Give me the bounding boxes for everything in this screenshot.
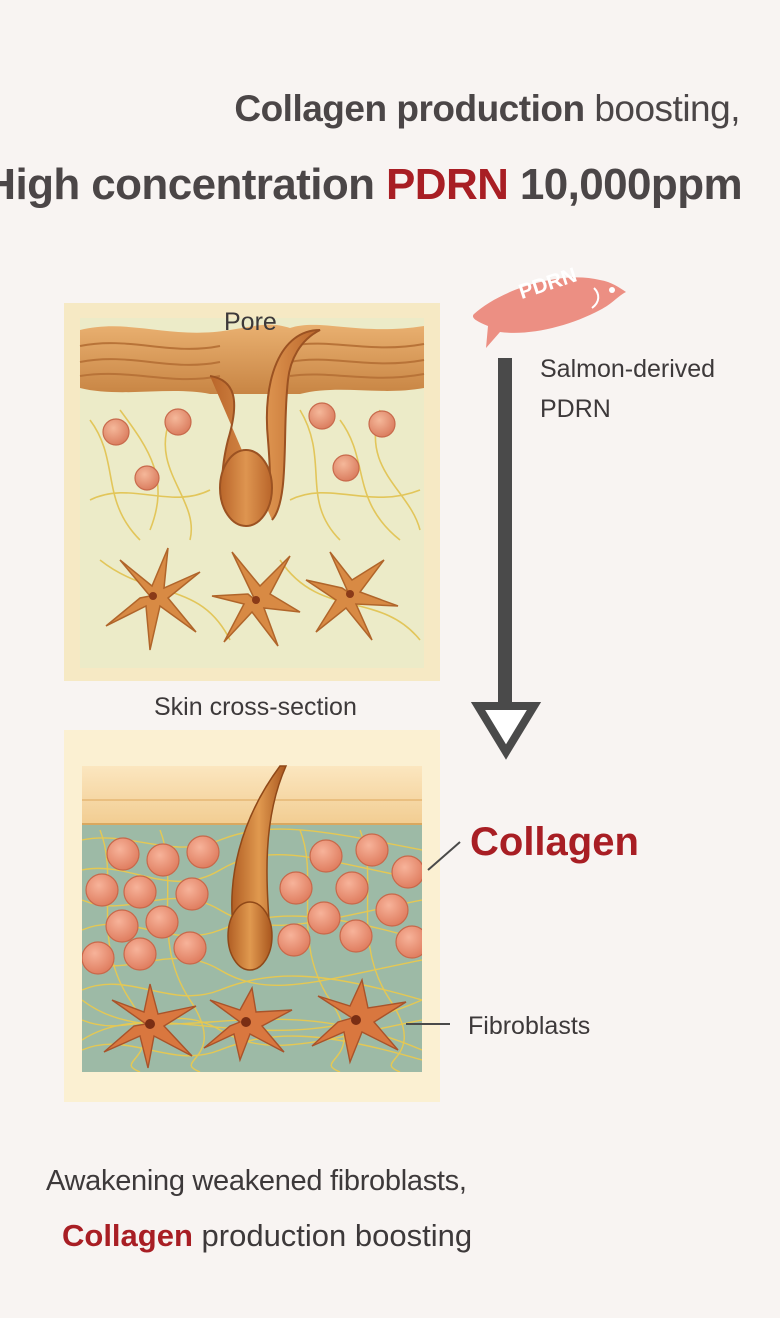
source-label-line2: PDRN <box>540 395 611 423</box>
skin-cross-section-label: Skin cross-section <box>154 693 357 721</box>
headline-bold: Collagen production <box>234 88 585 129</box>
footer-rest: production boosting <box>192 1218 473 1253</box>
fibroblasts-label: Fibroblasts <box>468 1012 591 1040</box>
footer-line-2: Collagen production boosting <box>62 1218 472 1254</box>
footer-line-1: Awakening weakened fibroblasts, <box>46 1165 467 1197</box>
collagen-label: Collagen <box>470 820 639 864</box>
headline-rest: boosting, <box>584 88 740 129</box>
headline-line-2: High concentration PDRN 10,000ppm <box>0 160 743 210</box>
headline-2-accent: PDRN <box>386 160 509 209</box>
headline-line-1: Collagen production boosting, <box>234 88 740 130</box>
pore-label: Pore <box>224 308 277 336</box>
headline-2-post: 10,000ppm <box>508 160 743 209</box>
headline-2-pre: High concentration <box>0 160 387 209</box>
source-label-line1: Salmon-derived <box>540 355 716 383</box>
footer-accent: Collagen <box>62 1218 193 1253</box>
